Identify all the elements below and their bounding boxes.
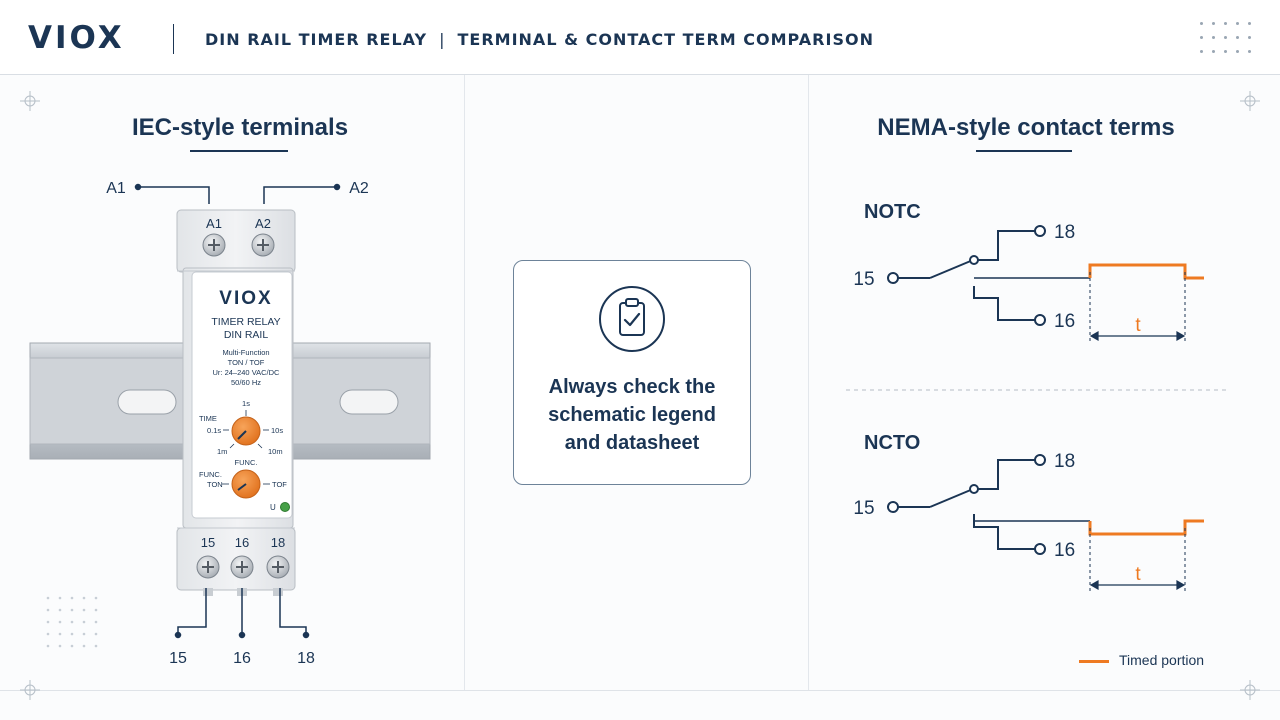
func-tof-label: TOF — [272, 480, 287, 489]
function-knob: FUNC. FUNC. TON TOF U — [199, 458, 290, 512]
header-title: DIN RAIL TIMER RELAY | TERMINAL & CONTACT … — [205, 30, 874, 49]
leader-15-label: 15 — [169, 650, 187, 667]
bottom-leader-lines — [174, 588, 310, 639]
time-1m-label: 1m — [217, 447, 227, 456]
ncto-no-terminal: 18 — [1054, 451, 1075, 472]
power-u-label: U — [270, 503, 276, 512]
callout-text: Always check the schematic legend and da… — [514, 373, 750, 457]
header-bar: VIOX DIN RAIL TIMER RELAY | TERMINAL & CON… — [0, 0, 1280, 75]
bottom-screws — [196, 555, 290, 596]
callout-line1: Always check the — [548, 376, 716, 398]
iec-section-title: IEC-style terminals — [131, 114, 349, 141]
top-terminal-labels: A1 A2 — [206, 216, 271, 231]
notc-common-terminal: 15 — [853, 269, 874, 290]
top-screws — [202, 233, 275, 257]
time-01s-label: 0.1s — [207, 426, 221, 435]
contact-timing-diagrams: NOTC 15 18 16 — [846, 201, 1226, 594]
nema-title-underline — [976, 150, 1072, 152]
device-spec3: Ur: 24–240 VAC/DC — [213, 368, 281, 377]
ncto-label: NCTO — [864, 432, 920, 454]
datasheet-callout: Always check the schematic legend and da… — [513, 260, 751, 485]
ncto-diagram: NCTO 15 18 16 — [853, 432, 1204, 594]
legend-timed-label: Timed portion — [1119, 652, 1205, 668]
notc-no-terminal: 18 — [1054, 222, 1075, 243]
time-10s-label: 10s — [271, 426, 283, 435]
func-label: FUNC. — [199, 470, 222, 479]
notc-timed-trace — [1088, 263, 1204, 280]
header-title-part2: TERMINAL & CONTACT TERM COMPARISON — [457, 30, 874, 49]
notc-time-label: t — [1135, 315, 1141, 336]
footer-line — [0, 690, 1280, 691]
time-10m-label: 10m — [268, 447, 283, 456]
time-1s-label: 1s — [242, 399, 250, 408]
callout-line2: schematic legend — [548, 404, 716, 426]
leader-a1-label: A1 — [106, 180, 126, 197]
nema-section-title: NEMA-style contact terms — [877, 114, 1175, 141]
column-divider-right — [808, 75, 809, 690]
device-line2: DIN RAIL — [224, 329, 269, 341]
header-title-separator: | — [439, 30, 446, 49]
power-led-icon — [280, 502, 290, 512]
leader-a2-label: A2 — [349, 180, 369, 197]
terminal-15-label: 15 — [201, 535, 215, 550]
clipboard-check-icon — [599, 286, 665, 352]
din-rail-relay-illustration: A1 A2 A1 A2 VIOX TIMER RELAY DIN RAIL Mu… — [29, 180, 431, 667]
ncto-time-label: t — [1135, 564, 1141, 585]
func-ton-label: TON — [207, 480, 223, 489]
legend-timed-swatch — [1079, 660, 1109, 663]
timer-relay-device — [176, 209, 296, 591]
terminal-18-label: 18 — [271, 535, 285, 550]
ncto-nc-terminal: 16 — [1054, 540, 1075, 561]
notc-label: NOTC — [864, 201, 921, 223]
device-spec4: 50/60 Hz — [231, 378, 261, 387]
time-knob: 1s TIME 0.1s 10s 1m 10m — [199, 399, 283, 456]
ncto-timed-trace — [1088, 519, 1204, 536]
time-label: TIME — [199, 414, 217, 423]
notc-diagram: NOTC 15 18 16 — [853, 201, 1204, 344]
iec-title-underline — [190, 150, 288, 152]
notc-nc-terminal: 16 — [1054, 311, 1075, 332]
brand-logo: VIOX — [28, 20, 125, 56]
callout-line3: and datasheet — [564, 432, 700, 454]
device-line1: TIMER RELAY — [211, 316, 280, 328]
bottom-terminal-labels: 15 16 18 — [201, 535, 285, 550]
leader-16-label: 16 — [233, 650, 251, 667]
top-leader-lines — [134, 183, 341, 204]
terminal-a1-label: A1 — [206, 216, 222, 231]
leader-18-label: 18 — [297, 650, 315, 667]
header-divider — [173, 24, 174, 54]
device-logo: VIOX — [219, 288, 272, 309]
terminal-a2-label: A2 — [255, 216, 271, 231]
func-top-label: FUNC. — [235, 458, 258, 467]
header-title-part1: DIN RAIL TIMER RELAY — [205, 30, 428, 49]
terminal-16-label: 16 — [235, 535, 249, 550]
device-spec1: Multi-Function — [222, 348, 269, 357]
device-spec2: TON / TOF — [228, 358, 265, 367]
ncto-common-terminal: 15 — [853, 498, 874, 519]
column-divider-left — [464, 75, 465, 690]
